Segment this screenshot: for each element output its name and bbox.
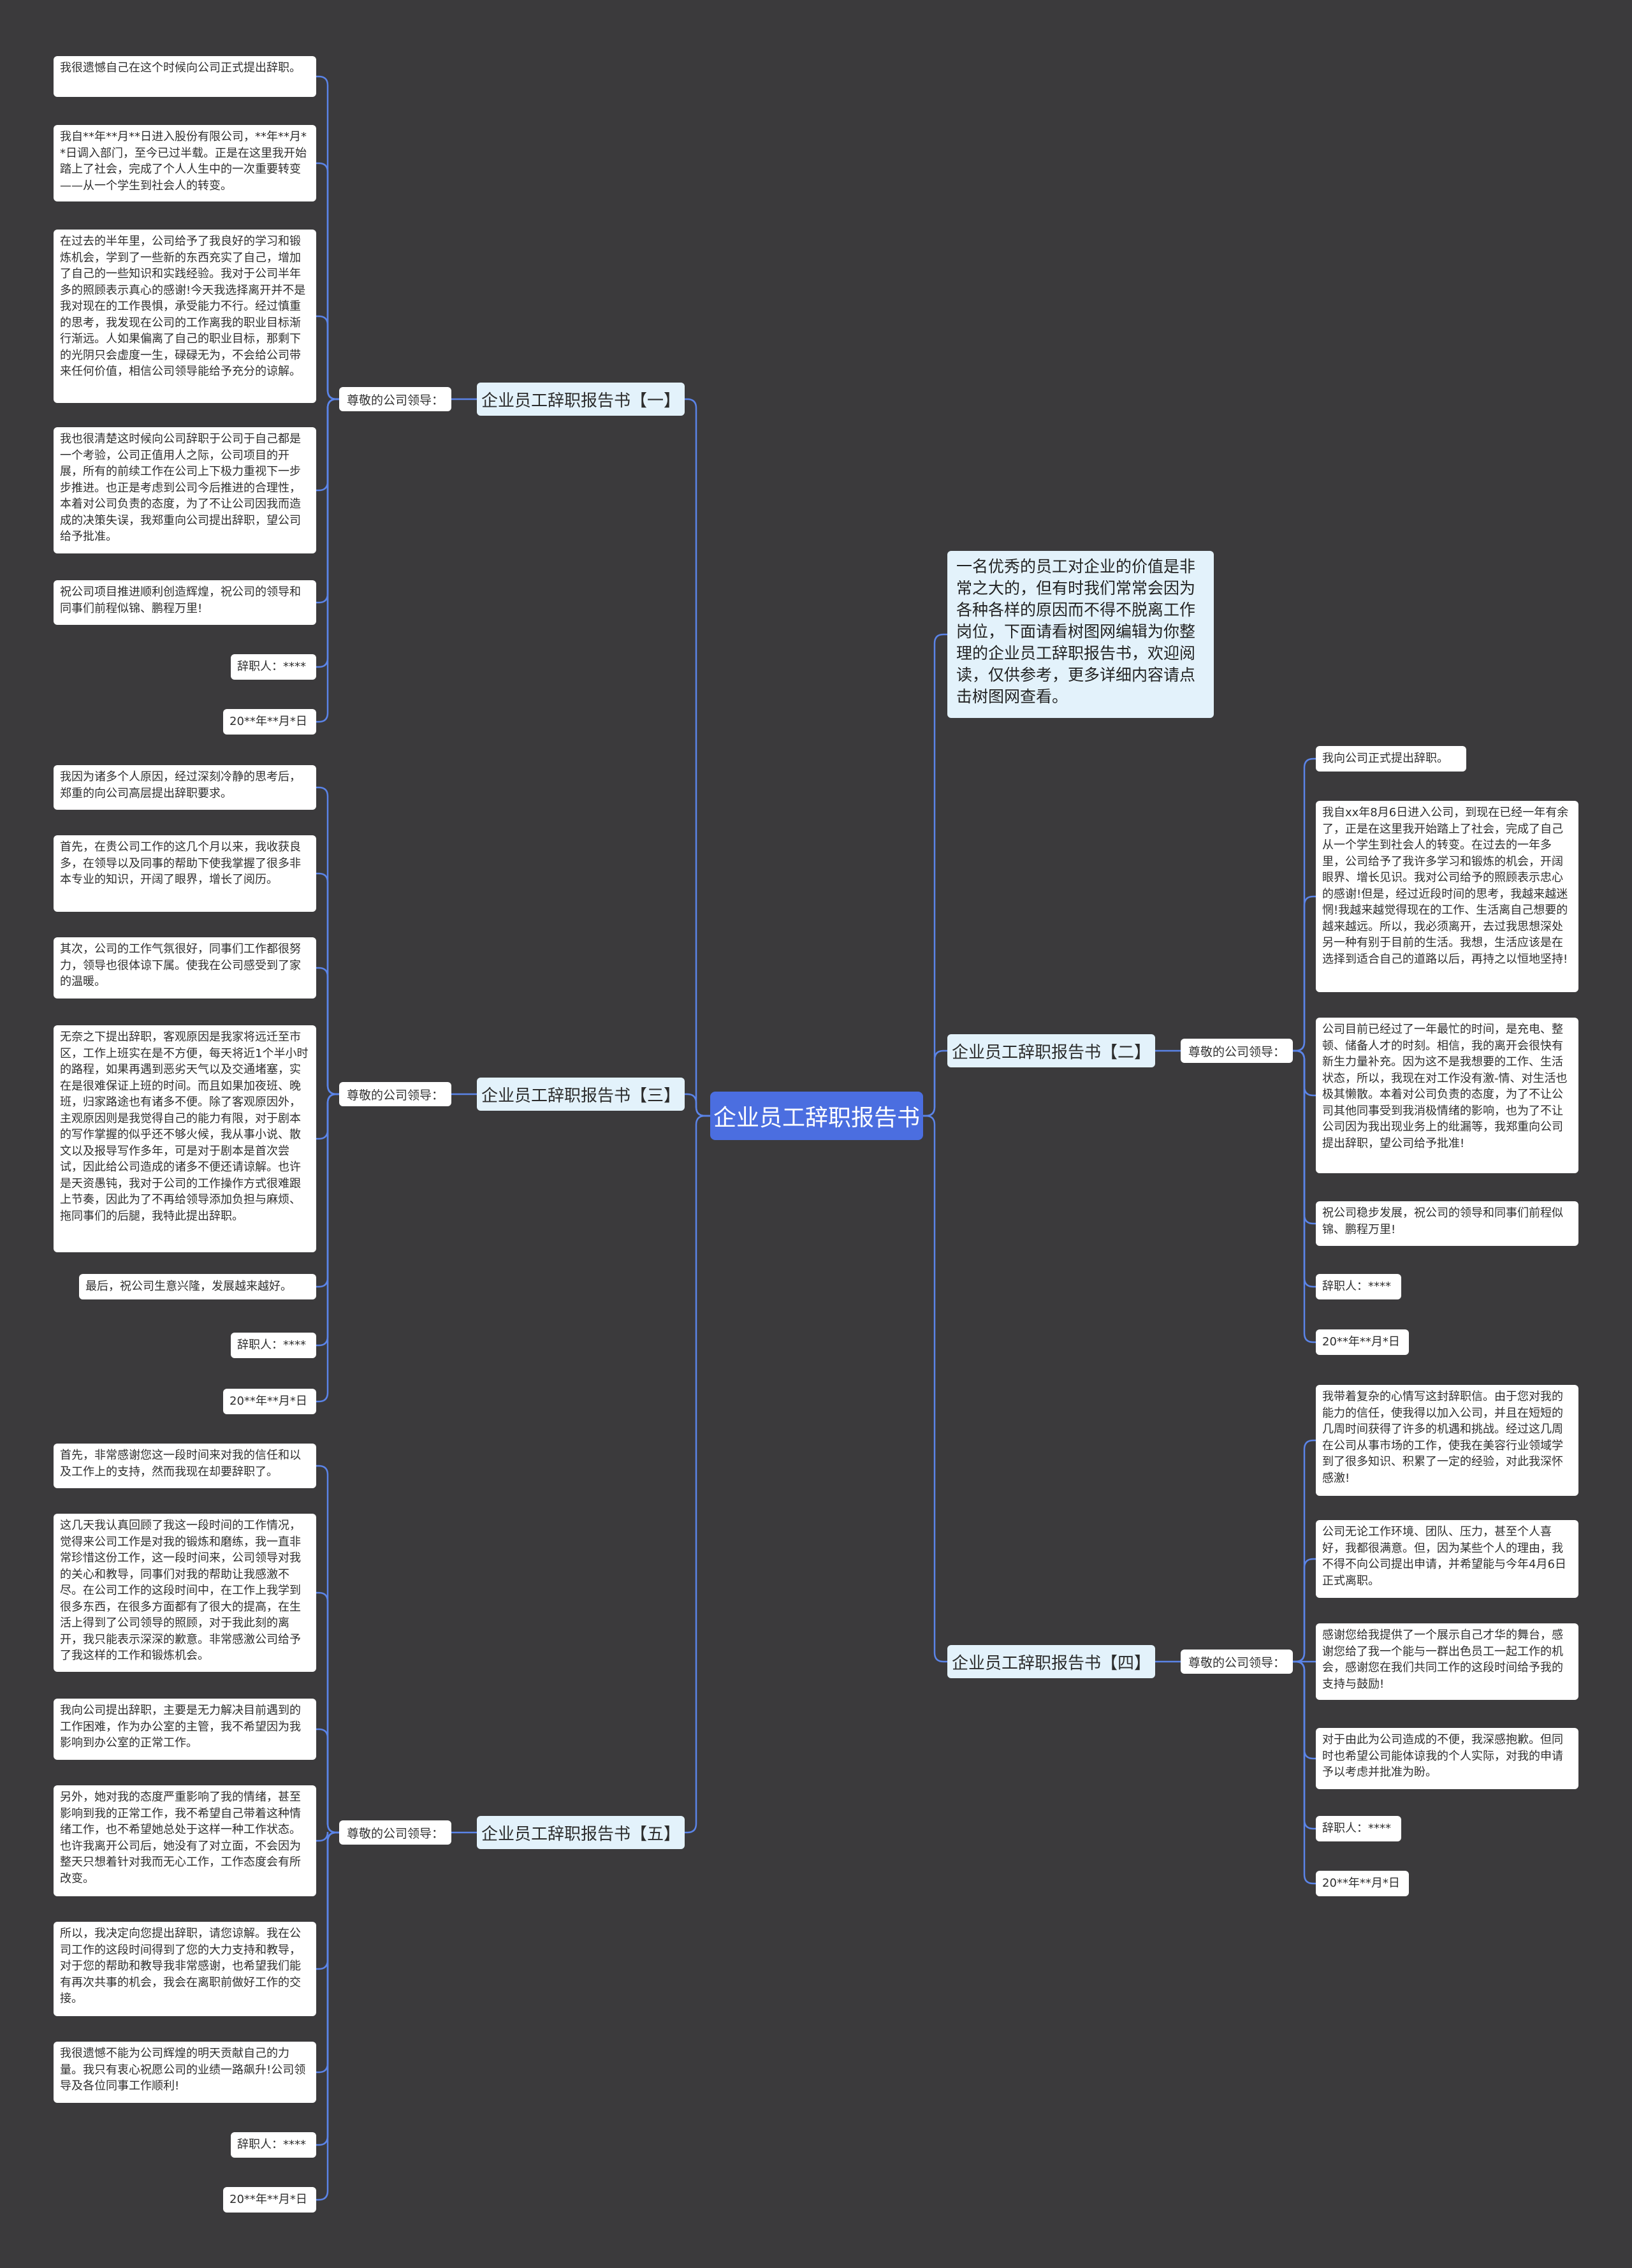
greeting-node-5-link-3 — [316, 1831, 339, 1842]
greeting-node-3-link-2 — [316, 967, 339, 1095]
greeting-node-4-link-3 — [1293, 1660, 1316, 1760]
branch-node-2[interactable]: 企业员工辞职报告书【二】 — [947, 1034, 1155, 1067]
root-right-link-0 — [923, 633, 947, 1117]
leaf-1-3[interactable]: 在过去的半年里，公司给予了我良好的学习和锻炼机会，学到了一些新的东西充实了自己，… — [54, 230, 316, 403]
root-left-link-0 — [685, 398, 710, 1117]
greeting-node-1-link-5 — [316, 398, 339, 668]
leaf-5-8[interactable]: 20**年**月*日 — [223, 2187, 316, 2213]
greeting-node-2-link-4 — [1293, 1050, 1316, 1288]
greeting-node-2[interactable]: 尊敬的公司领导： — [1181, 1039, 1293, 1063]
greeting-node-1-link-3 — [316, 398, 339, 492]
leaf-5-4[interactable]: 另外，她对我的态度严重影响了我的情绪，甚至影响到我的正常工作，我不希望自己带着这… — [54, 1785, 316, 1896]
greeting-node-2-link-1 — [1293, 895, 1316, 1052]
leaf-5-2[interactable]: 这几天我认真回顾了我这一段时间的工作情况，觉得来公司工作是对我的锻炼和磨练，我一… — [54, 1514, 316, 1672]
leaf-2-3[interactable]: 公司目前已经过了一年最忙的时间，是充电、整顿、储备人才的时刻。相信，我的离开会很… — [1316, 1018, 1578, 1173]
branch-node-3[interactable]: 企业员工辞职报告书【三】 — [477, 1078, 685, 1111]
leaf-1-2[interactable]: 我自**年**月**日进入股份有限公司，**年**月**日调入部门，至今已过半载… — [54, 125, 316, 201]
leaf-4-5[interactable]: 辞职人：**** — [1316, 1816, 1401, 1841]
branch-node-5[interactable]: 企业员工辞职报告书【五】 — [477, 1816, 685, 1849]
greeting-node-5-link-0 — [316, 1465, 339, 1834]
leaf-3-2[interactable]: 首先，在贵公司工作的这几个月以来，我收获良多，在领导以及同事的帮助下使我掌握了很… — [54, 835, 316, 912]
greeting-node-1-link-1 — [316, 162, 339, 400]
leaf-5-7[interactable]: 辞职人：**** — [231, 2132, 316, 2158]
leaf-4-4[interactable]: 对于由此为公司造成的不便，我深感抱歉。但同时也希望公司能体谅我的个人实际，对我的… — [1316, 1728, 1578, 1789]
greeting-node-5-link-2 — [316, 1728, 339, 1834]
leaf-1-6[interactable]: 辞职人：**** — [231, 654, 316, 680]
leaf-1-4[interactable]: 我也很清楚这时候向公司辞职于公司于自己都是一个考验，公司正值用人之际，公司项目的… — [54, 427, 316, 553]
leaf-2-4[interactable]: 祝公司稳步发展，祝公司的领导和同事们前程似锦、鹏程万里! — [1316, 1201, 1578, 1246]
root-right-link-2 — [923, 1115, 947, 1663]
leaf-4-3[interactable]: 感谢您给我提供了一个展示自己才华的舞台，感谢您给了我一个能与一群出色员工一起工作… — [1316, 1623, 1578, 1700]
leaf-3-7[interactable]: 20**年**月*日 — [223, 1389, 316, 1414]
greeting-node-3-link-1 — [316, 872, 339, 1095]
leaf-3-1[interactable]: 我因为诸多个人原因，经过深刻冷静的思考后，郑重的向公司高层提出辞职要求。 — [54, 765, 316, 810]
greeting-node-4-link-5 — [1293, 1660, 1316, 1885]
greeting-node-3-link-6 — [316, 1093, 339, 1403]
leaf-4-1[interactable]: 我带着复杂的心情写这封辞职信。由于您对我的能力的信任，使我得以加入公司，并且在短… — [1316, 1385, 1578, 1496]
greeting-node-2-link-2 — [1293, 1050, 1316, 1097]
leaf-5-5[interactable]: 所以，我决定向您提出辞职，请您谅解。我在公司工作的这段时间得到了您的大力支持和教… — [54, 1922, 316, 2016]
leaf-5-1[interactable]: 首先，非常感谢您这一段时间来对我的信任和以及工作上的支持，然而我现在却要辞职了。 — [54, 1444, 316, 1488]
leaf-3-3[interactable]: 其次，公司的工作气氛很好，同事们工作都很努力，领导也很体谅下属。使我在公司感受到… — [54, 937, 316, 999]
greeting-node-2-link-5 — [1293, 1050, 1316, 1343]
greeting-node-3[interactable]: 尊敬的公司领导： — [339, 1082, 451, 1106]
greeting-node-4-link-4 — [1293, 1660, 1316, 1830]
leaf-1-1[interactable]: 我很遗憾自己在这个时候向公司正式提出辞职。 — [54, 56, 316, 97]
intro-node[interactable]: 一名优秀的员工对企业的价值是非常之大的，但有时我们常常会因为各种各样的原因而不得… — [947, 551, 1214, 718]
leaf-3-4[interactable]: 无奈之下提出辞职，客观原因是我家将远迁至市区，工作上班实在是不方便，每天将近1个… — [54, 1025, 316, 1252]
root-left-link-2 — [685, 1115, 710, 1834]
greeting-node-5-link-5 — [316, 1831, 339, 2074]
leaf-1-7[interactable]: 20**年**月*日 — [223, 709, 316, 735]
greeting-node-5-link-6 — [316, 1831, 339, 2146]
root-node[interactable]: 企业员工辞职报告书 — [710, 1092, 923, 1140]
greeting-node-1[interactable]: 尊敬的公司领导： — [339, 387, 451, 411]
greeting-node-1-link-0 — [316, 75, 339, 400]
greeting-node-3-link-3 — [316, 1093, 339, 1140]
leaf-3-5[interactable]: 最后，祝公司生意兴隆，发展越来越好。 — [79, 1274, 316, 1299]
leaf-4-2[interactable]: 公司无论工作环境、团队、压力，甚至个人喜好，我都很满意。但，因为某些个人的理由，… — [1316, 1520, 1578, 1598]
greeting-node-2-link-3 — [1293, 1050, 1316, 1225]
greeting-node-3-link-4 — [316, 1093, 339, 1288]
greeting-node-5-link-1 — [316, 1591, 339, 1834]
leaf-2-1[interactable]: 我向公司正式提出辞职。 — [1316, 746, 1466, 772]
greeting-node-1-link-6 — [316, 398, 339, 723]
leaf-1-5[interactable]: 祝公司项目推进顺利创造辉煌，祝公司的领导和同事们前程似锦、鹏程万里! — [54, 580, 316, 625]
root-left-link-1 — [685, 1093, 710, 1117]
root-right-link-1 — [923, 1050, 947, 1117]
branch-node-4[interactable]: 企业员工辞职报告书【四】 — [947, 1645, 1155, 1678]
greeting-node-5-link-7 — [316, 1831, 339, 2201]
greeting-node-4-link-0 — [1293, 1439, 1316, 1663]
leaf-5-6[interactable]: 我很遗憾不能为公司辉煌的明天贡献自己的力量。我只有衷心祝愿公司的业绩一路飙升!公… — [54, 2042, 316, 2103]
greeting-node-5-link-4 — [316, 1831, 339, 1970]
greeting-node-3-link-5 — [316, 1093, 339, 1347]
greeting-node-4-link-1 — [1293, 1558, 1316, 1663]
greeting-node-4[interactable]: 尊敬的公司领导： — [1181, 1650, 1293, 1674]
greeting-node-5[interactable]: 尊敬的公司领导： — [339, 1820, 451, 1845]
greeting-node-3-link-0 — [316, 786, 339, 1095]
leaf-4-6[interactable]: 20**年**月*日 — [1316, 1871, 1409, 1896]
leaf-2-6[interactable]: 20**年**月*日 — [1316, 1329, 1409, 1355]
leaf-5-3[interactable]: 我向公司提出辞职，主要是无力解决目前遇到的工作困难，作为办公室的主管，我不希望因… — [54, 1699, 316, 1760]
greeting-node-1-link-2 — [316, 315, 339, 400]
greeting-node-2-link-0 — [1293, 757, 1316, 1052]
leaf-2-5[interactable]: 辞职人：**** — [1316, 1274, 1401, 1299]
greeting-node-1-link-4 — [316, 398, 339, 604]
leaf-3-6[interactable]: 辞职人：**** — [231, 1333, 316, 1358]
leaf-2-2[interactable]: 我自xx年8月6日进入公司，到现在已经一年有余了，正是在这里我开始踏上了社会，完… — [1316, 801, 1578, 992]
branch-node-1[interactable]: 企业员工辞职报告书【一】 — [477, 383, 685, 416]
